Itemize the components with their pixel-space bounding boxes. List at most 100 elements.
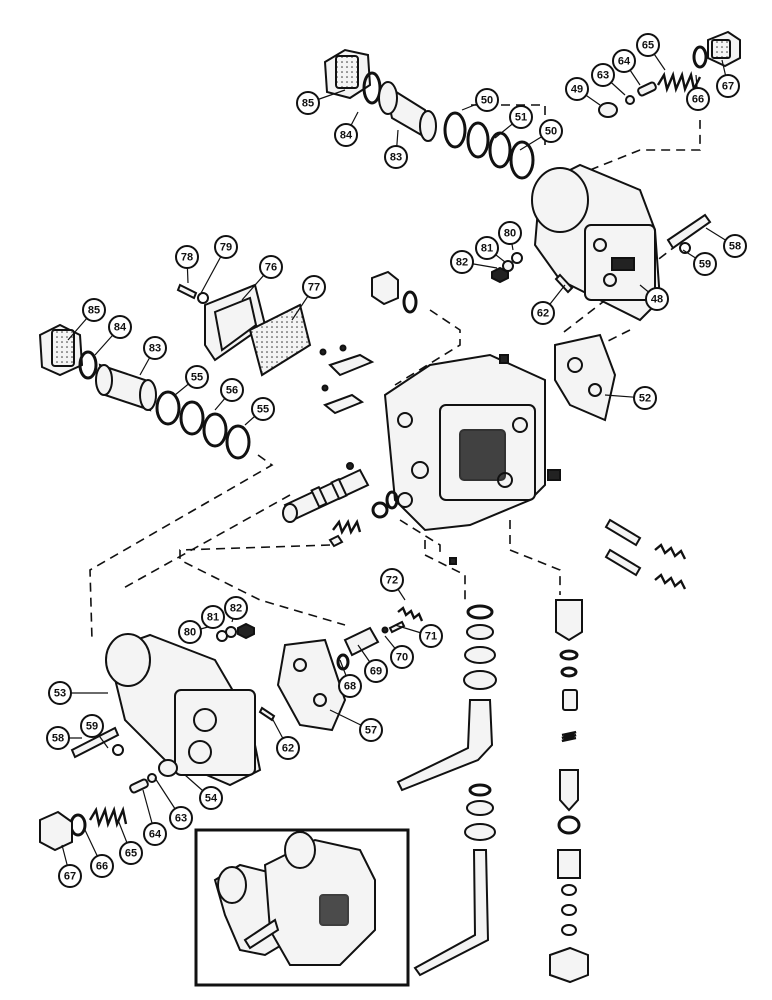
callout-number: 51 bbox=[515, 112, 527, 124]
callout-circle bbox=[90, 854, 114, 878]
callout-circle bbox=[645, 287, 669, 311]
callout-number: 77 bbox=[308, 282, 320, 294]
lower-relief-valve-assembly bbox=[39, 606, 424, 852]
callout-circle bbox=[251, 397, 275, 421]
callout-circle bbox=[119, 841, 143, 865]
clip-icon bbox=[328, 534, 344, 548]
callout-number: 50 bbox=[545, 126, 557, 138]
callout-number: 63 bbox=[175, 813, 187, 825]
spool-icon bbox=[282, 468, 370, 523]
callout-number: 59 bbox=[86, 721, 98, 733]
o-ring-icon bbox=[385, 490, 399, 510]
callout-circle bbox=[723, 234, 747, 258]
callout-66: 66 bbox=[686, 74, 710, 111]
hex-plug-icon bbox=[707, 30, 741, 68]
valve-sleeve-icon bbox=[95, 363, 157, 412]
callout-50: 50 bbox=[461, 88, 499, 112]
pin-icon bbox=[388, 620, 406, 634]
spring-icon bbox=[654, 543, 687, 560]
callout-circle bbox=[693, 252, 717, 276]
o-ring-icon bbox=[202, 412, 228, 448]
callout-53: 53 bbox=[48, 681, 108, 705]
o-ring-icon bbox=[155, 390, 181, 426]
callout-circle bbox=[220, 378, 244, 402]
callout-81: 81 bbox=[201, 605, 225, 629]
callout-65: 65 bbox=[117, 819, 143, 865]
callout-circle bbox=[636, 33, 660, 57]
pin-icon bbox=[129, 778, 149, 794]
gasket-icon bbox=[248, 303, 312, 377]
spring-icon bbox=[654, 573, 687, 590]
callout-circle bbox=[475, 88, 499, 112]
callout-circle bbox=[380, 568, 404, 592]
callout-number: 54 bbox=[205, 793, 218, 805]
callout-69: 69 bbox=[357, 644, 388, 683]
callout-number: 67 bbox=[722, 81, 734, 93]
valve-sleeve-icon bbox=[378, 81, 437, 142]
callout-80: 80 bbox=[498, 221, 522, 251]
callout-number: 62 bbox=[282, 743, 294, 755]
callout-circle bbox=[390, 645, 414, 669]
callout-circle bbox=[565, 77, 589, 101]
callout-number: 56 bbox=[226, 385, 238, 397]
callout-80: 80 bbox=[178, 620, 216, 644]
bolt-icon bbox=[70, 726, 120, 759]
callout-52: 52 bbox=[604, 386, 657, 410]
callout-circle bbox=[82, 298, 106, 322]
lever-icon bbox=[413, 849, 490, 977]
callout-84: 84 bbox=[334, 111, 359, 147]
callout-66: 66 bbox=[84, 829, 114, 878]
spring-icon bbox=[656, 71, 702, 93]
lever-icon bbox=[396, 699, 494, 792]
callout-number: 57 bbox=[365, 725, 377, 737]
callout-number: 52 bbox=[639, 393, 651, 405]
callout-83: 83 bbox=[139, 336, 167, 376]
callout-circle bbox=[531, 301, 555, 325]
callout-68: 68 bbox=[338, 659, 362, 698]
spring-icon bbox=[88, 806, 128, 828]
callout-55: 55 bbox=[244, 397, 275, 426]
callout-circle bbox=[46, 726, 70, 750]
callout-labels: 8584835051504963646566677879767780818258… bbox=[46, 33, 747, 888]
callout-circle bbox=[169, 806, 193, 830]
callout-54: 54 bbox=[184, 774, 223, 810]
callout-number: 80 bbox=[184, 627, 196, 639]
callout-circle bbox=[338, 674, 362, 698]
callout-85: 85 bbox=[296, 89, 346, 115]
valve-housing-icon bbox=[531, 163, 662, 322]
spring-icon bbox=[332, 519, 362, 535]
callout-number: 58 bbox=[729, 241, 741, 253]
callout-number: 65 bbox=[125, 848, 137, 860]
callout-77: 77 bbox=[291, 275, 326, 321]
o-ring-icon bbox=[509, 140, 535, 180]
callout-56: 56 bbox=[214, 378, 244, 411]
callout-circle bbox=[178, 620, 202, 644]
callout-circle bbox=[302, 275, 326, 299]
callout-circle bbox=[259, 255, 283, 279]
callout-number: 84 bbox=[340, 130, 353, 142]
callout-number: 76 bbox=[265, 262, 277, 274]
cam-lever-icon bbox=[328, 353, 375, 377]
callout-number: 64 bbox=[618, 56, 631, 68]
callout-circle bbox=[419, 624, 443, 648]
callout-49: 49 bbox=[565, 77, 601, 106]
callout-number: 81 bbox=[481, 243, 493, 255]
callout-67: 67 bbox=[58, 844, 82, 888]
callout-number: 65 bbox=[642, 40, 654, 52]
callout-number: 84 bbox=[114, 322, 127, 334]
callout-number: 70 bbox=[396, 652, 408, 664]
callout-circle bbox=[80, 714, 104, 738]
assembled-view-inset bbox=[194, 828, 410, 987]
callout-circle bbox=[175, 245, 199, 269]
callout-85: 85 bbox=[67, 298, 106, 341]
callout-circle bbox=[58, 864, 82, 888]
callout-number: 85 bbox=[88, 305, 100, 317]
callout-70: 70 bbox=[384, 635, 414, 669]
callout-circle bbox=[475, 236, 499, 260]
callout-number: 82 bbox=[456, 257, 468, 269]
callout-number: 62 bbox=[537, 308, 549, 320]
callout-number: 48 bbox=[651, 294, 663, 306]
main-valve-housing bbox=[282, 270, 687, 590]
callout-81: 81 bbox=[475, 236, 506, 263]
